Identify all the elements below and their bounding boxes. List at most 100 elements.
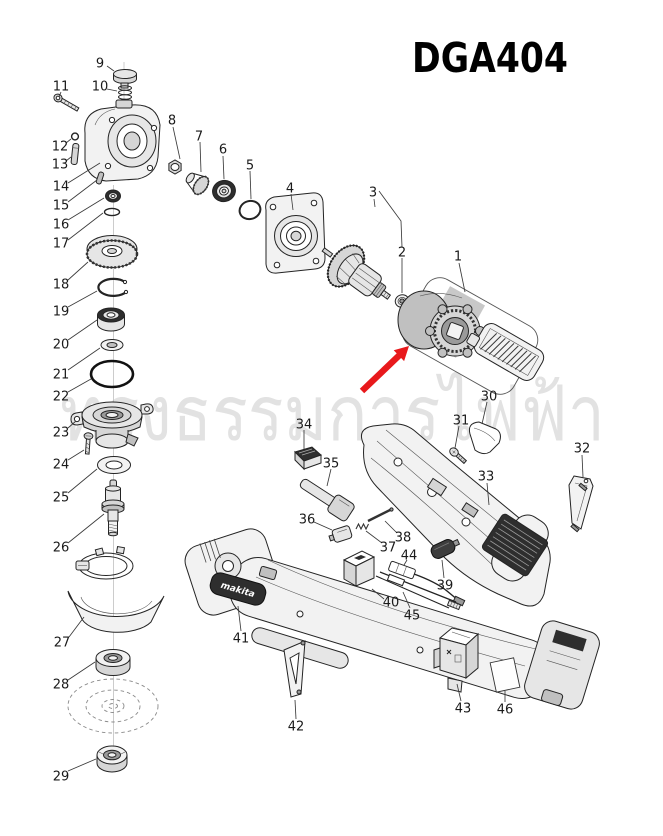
stopper-pin: [95, 171, 105, 185]
callout-label-41: 41: [233, 632, 250, 647]
leader-line-1: [458, 262, 466, 293]
flat-washer: [100, 339, 124, 351]
callout-label-25: 25: [53, 491, 70, 506]
callout-label-30: 30: [481, 390, 498, 405]
leader-line-36: [313, 521, 333, 531]
callout-label-31: 31: [453, 414, 470, 429]
leader-line-40: [371, 588, 385, 600]
callout-label-16: 16: [53, 218, 70, 233]
leader-line-9: [106, 65, 115, 72]
leader-line-30: [481, 401, 488, 425]
switch-lever: [328, 525, 353, 543]
leader-line-23: [67, 420, 77, 429]
callout-label-6: 6: [219, 143, 227, 158]
pinion-gear: [185, 172, 210, 196]
callout-label-8: 8: [168, 114, 176, 129]
callout-label-29: 29: [53, 770, 70, 785]
grinding-wheel-dashed: [67, 678, 159, 734]
callout-label-22: 22: [53, 390, 70, 405]
callout-label-24: 24: [53, 458, 70, 473]
ball-bearing-upper: [105, 189, 121, 203]
callout-label-34: 34: [296, 418, 313, 433]
leader-line-25: [67, 468, 98, 494]
callout-label-43: 43: [455, 702, 472, 717]
small-o-ring: [70, 132, 80, 141]
leader-line-31: [454, 425, 460, 449]
leader-line-32: [581, 454, 584, 478]
callout-label-7: 7: [195, 130, 203, 145]
callout-label-18: 18: [53, 278, 70, 293]
callout-label-32: 32: [574, 442, 591, 457]
wheel-guard: [67, 545, 165, 633]
inner-flange: [95, 649, 131, 676]
leader-line-19: [67, 290, 98, 308]
ball-bearing-20: [97, 307, 125, 332]
callout-label-39: 39: [437, 579, 454, 594]
callout-label-15: 15: [53, 199, 70, 214]
leader-line-35: [326, 468, 332, 487]
callout-label-11: 11: [53, 80, 70, 95]
callout-label-14: 14: [53, 180, 70, 195]
leader-line-43: [456, 683, 462, 702]
battery-terminal-block: [433, 627, 480, 693]
callout-label-10: 10: [92, 80, 109, 95]
leader-line-26: [67, 513, 105, 544]
leader-line-7: [199, 141, 202, 173]
leader-line-24: [67, 449, 85, 461]
corner-bracket: [283, 640, 306, 698]
leader-line-45: [402, 591, 411, 609]
o-ring-17: [103, 207, 121, 217]
leader-line-44: [403, 559, 408, 566]
felt-ring: [97, 456, 131, 474]
leader-line-12: [65, 138, 72, 144]
small-spring: [355, 522, 369, 531]
retaining-ring: [97, 277, 129, 297]
motor-housing-upper: [361, 423, 551, 607]
lead-wire-2: [375, 571, 462, 611]
support-bracket: [568, 475, 594, 533]
hex-bolt: [53, 93, 80, 112]
leader-line-3: [373, 198, 376, 208]
leader-line-38: [384, 520, 398, 534]
lever-pin: [367, 507, 394, 523]
callout-label-44: 44: [401, 549, 418, 564]
leader-line-41: [237, 605, 242, 632]
callout-label-9: 9: [96, 57, 104, 72]
callout-label-23: 23: [53, 426, 70, 441]
leader-line-28: [67, 661, 96, 681]
dust-cap: [113, 69, 137, 89]
leader-line-8: [172, 126, 181, 160]
leader-line-17: [67, 212, 104, 241]
lock-nut: [96, 745, 128, 773]
leader-line-37: [365, 530, 383, 544]
lead-wire-connector: [388, 560, 466, 607]
callout-label-37: 37: [380, 541, 397, 556]
callout-label-13: 13: [52, 158, 69, 173]
leader-line-39: [441, 559, 445, 579]
gear-housing: [84, 99, 161, 182]
slide-switch-lever: [299, 478, 355, 522]
callout-label-42: 42: [288, 720, 305, 735]
large-o-ring: [89, 359, 135, 389]
callout-label-27: 27: [54, 636, 71, 651]
name-plate-label: [489, 657, 521, 693]
spiral-bevel-gear: [85, 235, 139, 269]
leader-line-3-extension: [378, 190, 403, 248]
callout-label-5: 5: [246, 159, 254, 174]
armature-assembly: [321, 244, 392, 300]
callout-label-33: 33: [478, 470, 495, 485]
lock-button: [294, 446, 322, 471]
leader-line-16: [67, 197, 105, 221]
spindle: [101, 479, 125, 537]
leader-line-6: [222, 155, 225, 180]
callout-label-36: 36: [299, 513, 316, 528]
callout-label-38: 38: [395, 531, 412, 546]
tapping-screw-31: [449, 447, 468, 465]
callout-layer: 1234567891011121314151617181920212223242…: [52, 57, 591, 785]
leader-line-20: [67, 319, 98, 341]
callout-label-35: 35: [323, 457, 340, 472]
callout-label-12: 12: [52, 140, 69, 155]
leader-line-27: [68, 616, 85, 638]
leader-line-15: [67, 179, 98, 203]
